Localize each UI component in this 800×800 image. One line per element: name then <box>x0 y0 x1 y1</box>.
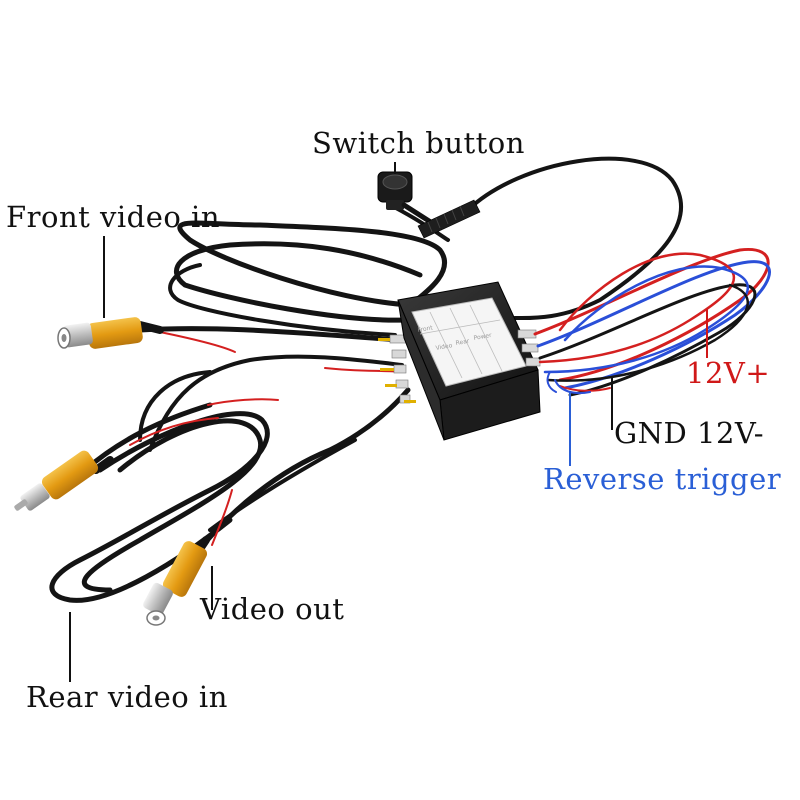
svg-text:Rear: Rear <box>455 338 470 347</box>
rear-cable-loop-3 <box>148 354 404 452</box>
callout-lines <box>69 162 708 682</box>
lower-cable-loops <box>49 354 411 603</box>
label-rear-video-in: Rear video in <box>26 680 228 714</box>
label-reverse-trigger: Reverse trigger <box>543 462 782 496</box>
front-video-rca <box>57 317 164 349</box>
front-cable-loop-3 <box>168 263 397 337</box>
svg-text:Front: Front <box>417 324 434 334</box>
svg-text:Video: Video <box>435 342 453 352</box>
label-gnd-12v-minus: GND 12V- <box>614 416 764 450</box>
rear-lead-in <box>82 402 213 473</box>
switch-button-cable <box>466 156 684 321</box>
label-switch-button: Switch button <box>312 126 525 160</box>
front-cable-loop-1 <box>177 220 448 308</box>
label-12v-plus: 12V+ <box>686 356 771 390</box>
rear-video-rca <box>14 450 114 511</box>
push-button-icon <box>377 171 481 239</box>
rear-cable-loop-4 <box>138 370 212 442</box>
video-out-rca <box>143 536 210 626</box>
box-left-connectors <box>378 334 416 404</box>
label-front-video-in: Front video in <box>6 200 221 234</box>
rear-cable-loop-2 <box>81 418 264 593</box>
label-video-out: Video out <box>200 592 345 626</box>
rear-cable-loop-1 <box>49 411 270 603</box>
rca-connector-icon <box>14 317 210 626</box>
front-cable-loop-2 <box>173 241 423 323</box>
svg-text:Power: Power <box>473 332 493 342</box>
switch-box-icon: Front Video Rear Power <box>397 281 541 441</box>
front-video-lead <box>137 326 405 343</box>
video-out-lead-b <box>208 438 357 532</box>
power-harness <box>533 247 771 397</box>
